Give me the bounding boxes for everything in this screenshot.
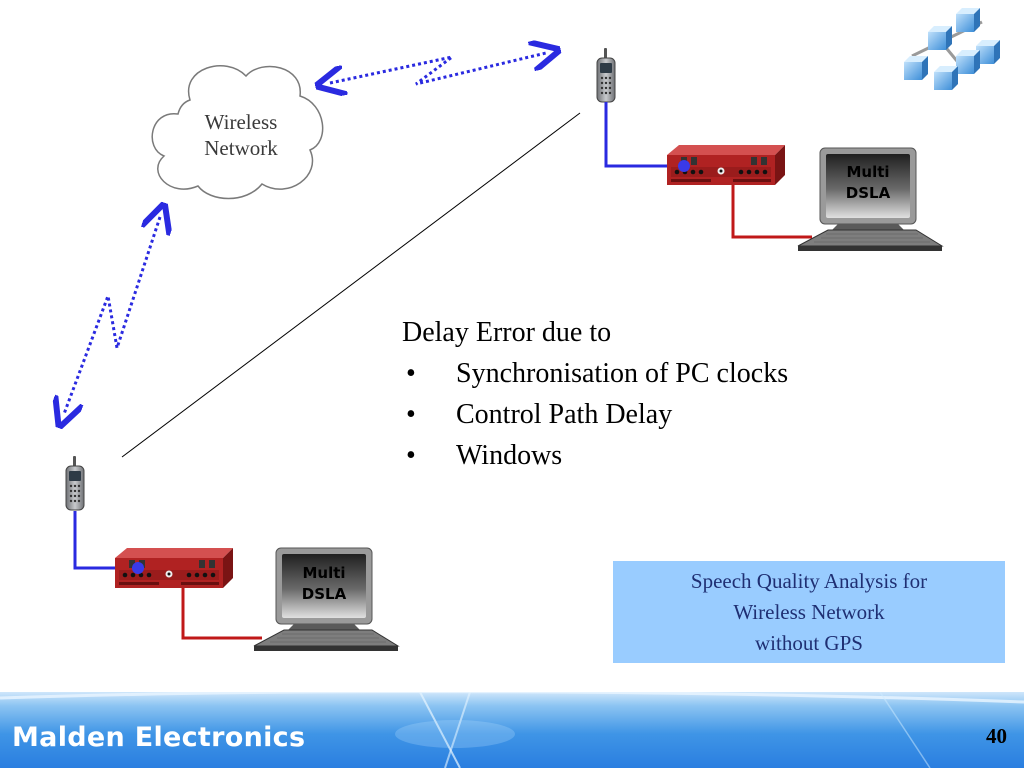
list-item-text: Control Path Delay xyxy=(456,399,673,430)
pc-cable-bottom xyxy=(181,588,262,640)
phone-cable-top xyxy=(604,102,684,168)
list-item: • Synchronisation of PC clocks xyxy=(402,353,788,394)
page-number: 40 xyxy=(986,724,1007,748)
wireless-link-left xyxy=(64,217,160,414)
info-box-line: Speech Quality Analysis for xyxy=(690,568,928,593)
control-path-line xyxy=(121,112,581,458)
mobile-phone-icon xyxy=(596,47,616,103)
info-box-line: without GPS xyxy=(755,630,863,655)
cloud-label-line1: Wireless xyxy=(204,110,278,134)
bullet-marker: • xyxy=(406,399,416,430)
brand-name: Malden Electronics xyxy=(12,722,306,753)
cloud-label-line2: Network xyxy=(204,136,278,160)
wireless-network-cloud xyxy=(151,65,324,200)
bullet-marker: • xyxy=(406,358,416,389)
list-item: • Control Path Delay xyxy=(402,394,788,435)
network-cubes-icon xyxy=(904,8,1000,90)
delay-error-list: Delay Error due to • Synchronisation of … xyxy=(402,312,788,476)
monitor-label-line1: Multi xyxy=(302,564,345,582)
wireless-network-label: Wireless Network xyxy=(178,109,304,161)
footer-light-streaks xyxy=(0,692,1024,768)
monitor-label-line2: DSLA xyxy=(846,184,891,202)
list-heading: Delay Error due to xyxy=(402,317,612,348)
pc-cable-top xyxy=(731,185,812,239)
monitor-label-line1: Multi xyxy=(846,163,889,181)
bullet-marker: • xyxy=(406,440,416,471)
footer-band xyxy=(0,692,1024,768)
wireless-link-top xyxy=(330,53,546,84)
list-item-text: Synchronisation of PC clocks xyxy=(456,358,789,389)
monitor-label-line2: DSLA xyxy=(302,585,347,603)
mobile-phone-icon xyxy=(65,455,85,511)
list-item-text: Windows xyxy=(456,440,563,471)
cable-connector xyxy=(678,160,690,172)
info-box: Speech Quality Analysis for Wireless Net… xyxy=(613,561,1005,663)
cable-connector xyxy=(132,562,144,574)
list-item: • Windows xyxy=(402,435,788,476)
info-box-line: Wireless Network xyxy=(733,599,885,624)
